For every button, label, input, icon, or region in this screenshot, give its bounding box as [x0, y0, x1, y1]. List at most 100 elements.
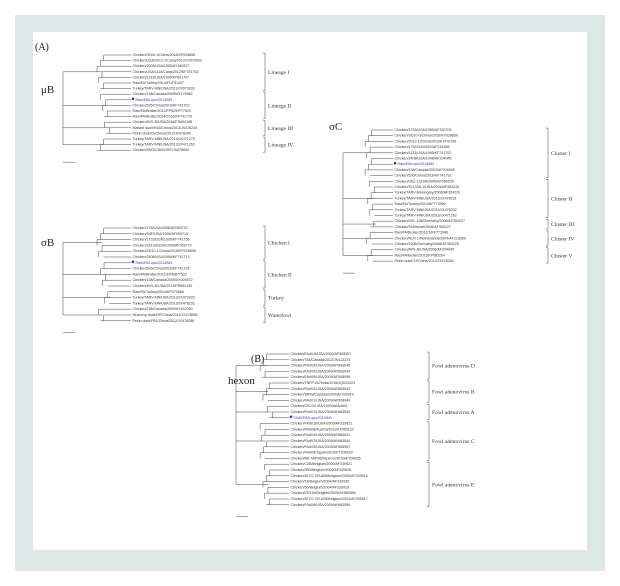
clade-label: Lineage II — [268, 103, 291, 109]
tree-leaf-label: Turkey/TARV-MN/USA/2013/JX070933 — [133, 87, 195, 91]
tree-leaf-label: Chicken/UEL-108/Germany/2006/AF354227 — [395, 219, 466, 223]
highlight-dot — [289, 415, 293, 419]
clade-label: Cluster I — [551, 151, 571, 157]
clade-bracket — [546, 179, 549, 218]
tree-leaf-label: Chicken/918/Israel/2006/AF354227 — [395, 225, 451, 229]
tree-leaf-label: Chicken/526/China/2016/KF741792 — [395, 174, 452, 178]
tree-leaf-label: Chicken/2408/Germany/2006/AF354228 — [395, 242, 459, 246]
tree-leaf-label: Chicken/ATCC VR-829/Belgium/2004/AF33991… — [291, 497, 368, 501]
tree-leaf-label: Chicken/1733/USA/1995/AF330703 — [395, 128, 452, 132]
clade-bracket — [263, 136, 266, 153]
clade-bracket — [427, 461, 430, 508]
figure-panel: (A) (B) μB σB σC hexon Chicken/ON/0-1/Ch… — [33, 32, 587, 550]
tree-leaf-label: Chicken/AVS-B/USA/2016/FR694198 — [133, 120, 193, 124]
tree-leaf-label: Rasi/FA/Turkey/2014/KF773969 — [395, 202, 446, 206]
clade-bracket — [546, 218, 549, 230]
clade-label: Chicken I — [268, 241, 290, 247]
tree-leaf-label: Chicken/T8/Belgium/2004/AF339930 — [291, 480, 350, 484]
tree-leaf-label: Chicken/784/Canada/2012/JN112373 — [291, 358, 351, 362]
clade-label: Fowl adenovirus C — [432, 439, 475, 445]
tree-leaf-label: Rasi/FA/Broiler/2012/1/KM877522 — [133, 272, 187, 276]
tree-leaf-label: Rasi/FA/Broiler/2012/FP52/KP77529 — [133, 109, 191, 113]
clade-label: Lineage IV — [268, 143, 293, 149]
panel-b-label: (B) — [251, 354, 264, 365]
tree-leaf-label: Chicken/138/Canada/2009/AY642050 — [133, 307, 193, 311]
clade-bracket — [427, 421, 430, 461]
phylogenetic-figure: (A) (B) μB σB σC hexon Chicken/ON/0-1/Ch… — [35, 42, 574, 518]
tree-sigmac: Chicken/1733/USA/1995/AF330703Chicken/SD… — [342, 127, 574, 274]
tree-leaf-label: Chicken/FAdV4/USA/2009/AY683541 — [291, 433, 351, 437]
tree-leaf-label: Pekin duck/TJ/China/2012/JX478284 — [395, 259, 454, 263]
tree-sigmab: Chicken/176/USA/2006/AF059720Chicken/S4F… — [62, 225, 292, 334]
tree-leaf-label: Chicken/FAdV8/USA/2009/AY683556 — [291, 503, 351, 507]
tree-leaf-label: Chicken/FAdV5/USA/2009/AF508957 — [291, 445, 351, 449]
tree-leaf-label: Chicken/56/Belgium/2004/AF339915 — [291, 485, 350, 489]
tree-leaf-label: Chicken/138/Canada/2009/AY176982 — [133, 92, 193, 96]
clade-bracket — [263, 119, 266, 136]
tree-leaf-label: Chicken/FAdV8/Austria/2011/KF053122 — [291, 427, 354, 431]
tree-leaf-label: Turkey/TARV-MN/USA/2013/JX470933 — [133, 296, 195, 300]
tree-leaf-label: Chicken/UEL-1/USA/2006/AF354226 — [395, 179, 454, 183]
clade-bracket — [427, 351, 430, 380]
tree-leaf-label: Chicken/FAdV6/Japan/2015/KT206429 — [291, 451, 353, 455]
tree-leaf-label: Chicken/380/Belgium/2009/AF339926 — [291, 468, 352, 472]
tree-leaf-label: Chicken/MK-M/P95/Mexico/2015/HF208435 — [291, 456, 361, 460]
clade-label: Fowl adenovirus D — [432, 364, 475, 370]
tree-leaf-label: Rasi/FA/Turkey/2014/FI1F41107 — [133, 81, 185, 85]
highlight-dot — [131, 97, 135, 101]
tree-hexon: Chicken/FAdV-5/USA/2000/AF508957Chicken/… — [235, 351, 475, 518]
tree-leaf-label: FAdV/FA/Lupu/2014/M3 — [294, 416, 332, 420]
highlight-dot — [393, 161, 397, 165]
clade-bracket — [263, 91, 266, 119]
tree-leaf-label: Chicken/2408/USA/1998/AF204945 — [395, 157, 452, 161]
tree-leaf-label: Chicken/S1133/USA/1995/AF059715 — [133, 243, 192, 247]
clade-bracket — [427, 403, 430, 421]
tree-leaf-label: Chicken/176/USA/2002/AF218358 — [395, 145, 450, 149]
tree-leaf-label: Chicken/SR49/Canada/2009/AF339919 — [291, 393, 354, 397]
tree-leaf-label: Chicken/138/Canada/2002/AF204945 — [395, 168, 455, 172]
tree-leaf-label: Chicken/FAdV5/USA/2009/AY683549 — [291, 369, 351, 373]
clade-bracket — [263, 260, 266, 289]
tree-leaf-label: Turkey/TARV-MN/USA/2013/JX478232 — [133, 301, 195, 305]
tree-leaf-label: Rasi/FA/Lupu/2014/M3 — [136, 98, 173, 102]
tree-leaf-label: Pekin duck/FB1/China/2012/JX478288 — [133, 319, 195, 323]
tree-leaf-label: Chicken/ATCC VR-828/Belgium/2000/AF33991… — [291, 474, 368, 478]
tree-leaf-label: Turkey/TARV-MN/USA/2013/JX478231 — [395, 196, 457, 200]
clade-label: Cluster V — [551, 253, 573, 259]
clade-bracket — [263, 306, 266, 324]
clade-bracket — [263, 289, 266, 306]
tree-leaf-label: Chicken/FAdV1/USA/2009/AF508949 — [291, 398, 351, 402]
tree-leaf-label: Chicken/S1133A-1/USA/2006/AF354226 — [395, 185, 460, 189]
tree-leaf-label: Turkey/TARV-MN/USA/2013/JX471262 — [395, 214, 457, 218]
tree-leaf-label: Chicken/526/China/2016/KF741702 — [133, 103, 190, 107]
panel-a-label: (A) — [35, 42, 49, 53]
tree-leaf-label: Chicken/SNG/CAN/1997/JX478893 — [133, 148, 190, 152]
clade-bracket — [546, 230, 549, 247]
tree-leaf-label: Chicken/176/USA/2006/AF059720 — [133, 226, 188, 230]
tree-leaf-label: Chicken/SD10-1/China/2016/KP028605 — [133, 249, 196, 253]
tree-leaf-label: Chicken/2009/USA/1995/AY180227 — [133, 64, 190, 68]
tree-leaf-label: Chicken/TNFP-AV/India/2016/JQ031023 — [291, 381, 355, 385]
highlight-dot — [131, 260, 135, 264]
tree-leaf-label: Chicken/2408/USA/1998/KF741713 — [133, 255, 190, 259]
tree-title-hexon: hexon — [228, 375, 255, 387]
tree-leaf-label: Turkey/TARV-MN/USA/2014/JX478232 — [395, 208, 457, 212]
tree-leaf-label: Chicken/AVS-B/USA/2006/AF204945 — [395, 248, 454, 252]
tree-leaf-label: Chicken/FAdV-5/USA/2000/AF508957 — [291, 352, 352, 356]
tree-leaf-label: Chicken/NLR-1/Netherlands/2004/AF218359 — [395, 236, 466, 240]
tree-mub: Chicken/ON/0-1/China/2016/KP028656Chicke… — [62, 52, 293, 163]
tree-leaf-label: Turkey/TARV-B/Hungary/2006/AF354229 — [395, 191, 461, 195]
tree-leaf-label: Chicken/1133/USA/1995/AY641707 — [133, 75, 190, 79]
tree-leaf-label: Pekin duck/Cl/China/2012/JX478240 — [133, 131, 192, 135]
clade-label: Turkey — [268, 296, 284, 302]
clade-label: Chicken II — [268, 272, 292, 278]
clade-label: Lineage III — [268, 126, 293, 132]
tree-leaf-label: Chicken/C2B/Belgium/2009/AF339921 — [291, 462, 353, 466]
tree-leaf-label: Mallard duck/H16/China/2013/JX478234 — [133, 126, 198, 130]
tree-leaf-label: Chicken/USA/2012-1/Cana/2010/JX070933 — [133, 59, 202, 63]
tree-leaf-label: Muscovy duck/HP/China/2011/JX478286 — [133, 313, 198, 317]
tree-leaf-label: Chicken/FAdV5/USA/2009/AF508956 — [291, 375, 351, 379]
tree-title-sigmab: σB — [41, 237, 54, 249]
tree-leaf-label: Turkey/TARV-MN/USA/2013/JX471262 — [133, 143, 195, 147]
clade-label: Cluster II — [551, 196, 572, 202]
